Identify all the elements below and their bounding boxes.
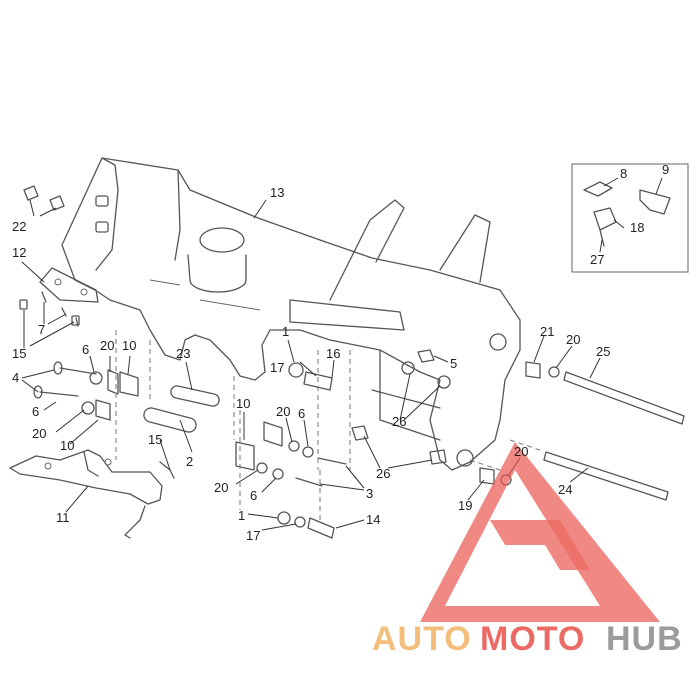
- callout-1-bottom: 1: [238, 508, 245, 523]
- callout-27: 27: [590, 252, 604, 267]
- callout-9: 9: [662, 162, 669, 177]
- callout-10-left-top: 10: [122, 338, 136, 353]
- part-23-pin: [170, 385, 220, 407]
- callout-10-centre: 10: [236, 396, 250, 411]
- callout-18: 18: [630, 220, 644, 235]
- callout-14: 14: [366, 512, 380, 527]
- callout-20-right-bottom: 20: [514, 444, 528, 459]
- callout-22: 22: [12, 219, 26, 234]
- part-left-fasteners: [33, 361, 139, 421]
- callout-6-centre-bottom: 6: [250, 488, 257, 503]
- main-frame: [61, 157, 521, 471]
- callout-24: 24: [558, 482, 572, 497]
- callout-6-left-bottom: 6: [32, 404, 39, 419]
- leader-lines: [21, 177, 663, 531]
- callout-2: 2: [186, 454, 193, 469]
- watermark-word-hub: HUB: [606, 620, 683, 658]
- inset-detail-box: [571, 163, 689, 273]
- callout-23: 23: [176, 346, 190, 361]
- callout-3: 3: [366, 486, 373, 501]
- callout-5: 5: [450, 356, 457, 371]
- callout-20-left-top: 20: [100, 338, 114, 353]
- part-2-pin: [143, 407, 197, 433]
- watermark-triangle-outer: [420, 442, 660, 622]
- callout-17-top: 17: [270, 360, 284, 375]
- watermark-word-auto: AUTO: [372, 620, 472, 658]
- part-centre-fasteners: [235, 362, 347, 539]
- callout-20-centre-bottom: 20: [214, 480, 228, 495]
- callout-11: 11: [56, 510, 70, 525]
- callout-1-top: 1: [282, 324, 289, 339]
- callout-7: 7: [38, 322, 45, 337]
- alignment-lines: [115, 330, 541, 520]
- callout-13: 13: [270, 185, 284, 200]
- callout-25: 25: [596, 344, 610, 359]
- watermark-word-moto: MOTO: [480, 620, 585, 658]
- callout-26-top: 26: [392, 414, 406, 429]
- automotohub-watermark: AUTO MOTO HUB: [372, 442, 683, 658]
- part-22-bushings: [23, 185, 65, 211]
- callout-12: 12: [12, 245, 26, 260]
- callout-20-right-top: 20: [566, 332, 580, 347]
- callout-8: 8: [620, 166, 627, 181]
- callout-16: 16: [326, 346, 340, 361]
- callout-6-left-top: 6: [82, 342, 89, 357]
- part-25-axle: [525, 361, 685, 425]
- callout-20-centre: 20: [276, 404, 290, 419]
- watermark-triangle-inner: [490, 520, 590, 570]
- callout-21: 21: [540, 324, 554, 339]
- callout-15-middle: 15: [148, 432, 162, 447]
- callout-15-left: 15: [12, 346, 26, 361]
- callout-10-left-bottom: 10: [60, 438, 74, 453]
- callout-17-bottom: 17: [246, 528, 260, 543]
- callout-19: 19: [458, 498, 472, 513]
- callout-4: 4: [12, 370, 19, 385]
- callout-20-left-bottom: 20: [32, 426, 46, 441]
- part-12-bracket: [39, 267, 99, 303]
- callout-6-centre: 6: [298, 406, 305, 421]
- callout-26-bottom: 26: [376, 466, 390, 481]
- part-11-lower-bracket: [9, 449, 163, 539]
- callout-labels: 22 12 7 15 4 6 20 10 6 20 10 23 2 15 11 …: [12, 162, 669, 543]
